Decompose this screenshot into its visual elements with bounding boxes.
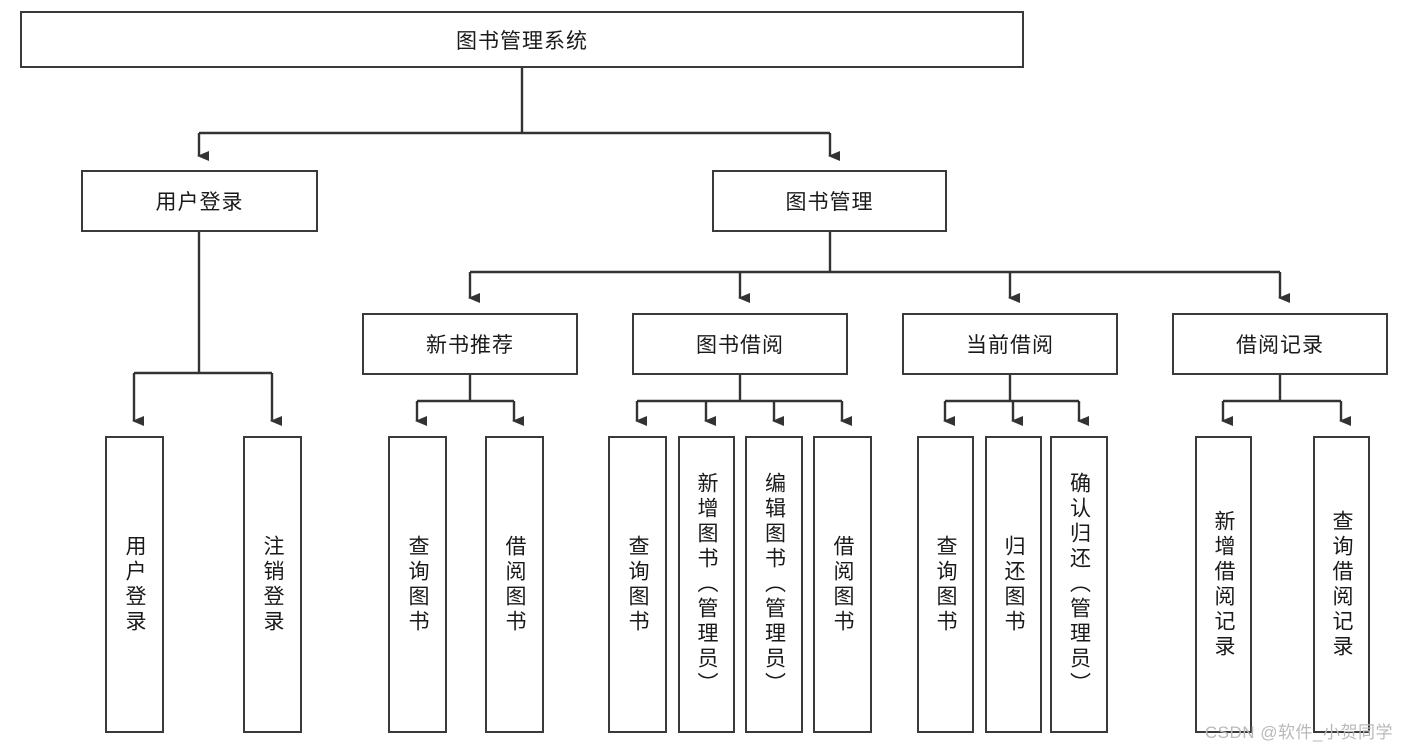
leaf-user-logout-label: 注销登录: [261, 534, 284, 635]
leaf-edit-book-admin-label: 编辑图书（管理员）: [762, 472, 786, 697]
leaf-add-book-admin[interactable]: 新增图书（管理员）: [678, 436, 735, 733]
node-current-borrow-label: 当前借阅: [966, 334, 1054, 357]
leaf-query-book-1[interactable]: 查询图书: [388, 436, 447, 733]
leaf-add-book-admin-label: 新增图书（管理员）: [695, 472, 718, 697]
node-book-management[interactable]: 图书管理: [712, 170, 947, 232]
leaf-add-borrow-record[interactable]: 新增借阅记录: [1195, 436, 1252, 733]
leaf-borrow-book-2[interactable]: 借阅图书: [813, 436, 872, 733]
leaf-edit-book-admin[interactable]: 编辑图书（管理员）: [745, 436, 803, 733]
leaf-borrow-book-1[interactable]: 借阅图书: [485, 436, 544, 733]
leaf-query-book-1-label: 查询图书: [406, 534, 429, 635]
leaf-confirm-return-admin-label: 确认归还（管理员）: [1067, 472, 1091, 697]
leaf-user-login[interactable]: 用户登录: [105, 436, 164, 733]
leaf-query-book-2[interactable]: 查询图书: [608, 436, 667, 733]
node-root[interactable]: 图书管理系统: [20, 11, 1024, 68]
node-book-management-label: 图书管理: [785, 191, 874, 214]
leaf-borrow-book-2-label: 借阅图书: [831, 534, 854, 635]
leaf-query-book-2-label: 查询图书: [626, 534, 649, 635]
leaf-borrow-book-1-label: 借阅图书: [503, 534, 526, 635]
node-borrow-record-label: 借阅记录: [1236, 334, 1324, 357]
node-root-label: 图书管理系统: [456, 29, 588, 53]
leaf-user-login-label: 用户登录: [123, 534, 146, 635]
leaf-return-book[interactable]: 归还图书: [985, 436, 1042, 733]
node-book-borrow[interactable]: 图书借阅: [632, 313, 848, 375]
node-current-borrow[interactable]: 当前借阅: [902, 313, 1118, 375]
node-user-login-label: 用户登录: [155, 191, 244, 214]
leaf-query-borrow-record[interactable]: 查询借阅记录: [1313, 436, 1370, 733]
leaf-return-book-label: 归还图书: [1002, 534, 1025, 635]
leaf-user-logout[interactable]: 注销登录: [243, 436, 302, 733]
node-new-book-recommend[interactable]: 新书推荐: [362, 313, 578, 375]
node-new-book-recommend-label: 新书推荐: [426, 334, 514, 357]
leaf-confirm-return-admin[interactable]: 确认归还（管理员）: [1050, 436, 1108, 733]
leaf-query-book-3-label: 查询图书: [934, 534, 957, 635]
node-borrow-record[interactable]: 借阅记录: [1172, 313, 1388, 375]
leaf-query-book-3[interactable]: 查询图书: [917, 436, 974, 733]
leaf-add-borrow-record-label: 新增借阅记录: [1212, 509, 1235, 660]
node-user-login[interactable]: 用户登录: [81, 170, 318, 232]
node-book-borrow-label: 图书借阅: [696, 334, 784, 357]
leaf-query-borrow-record-label: 查询借阅记录: [1330, 509, 1353, 660]
